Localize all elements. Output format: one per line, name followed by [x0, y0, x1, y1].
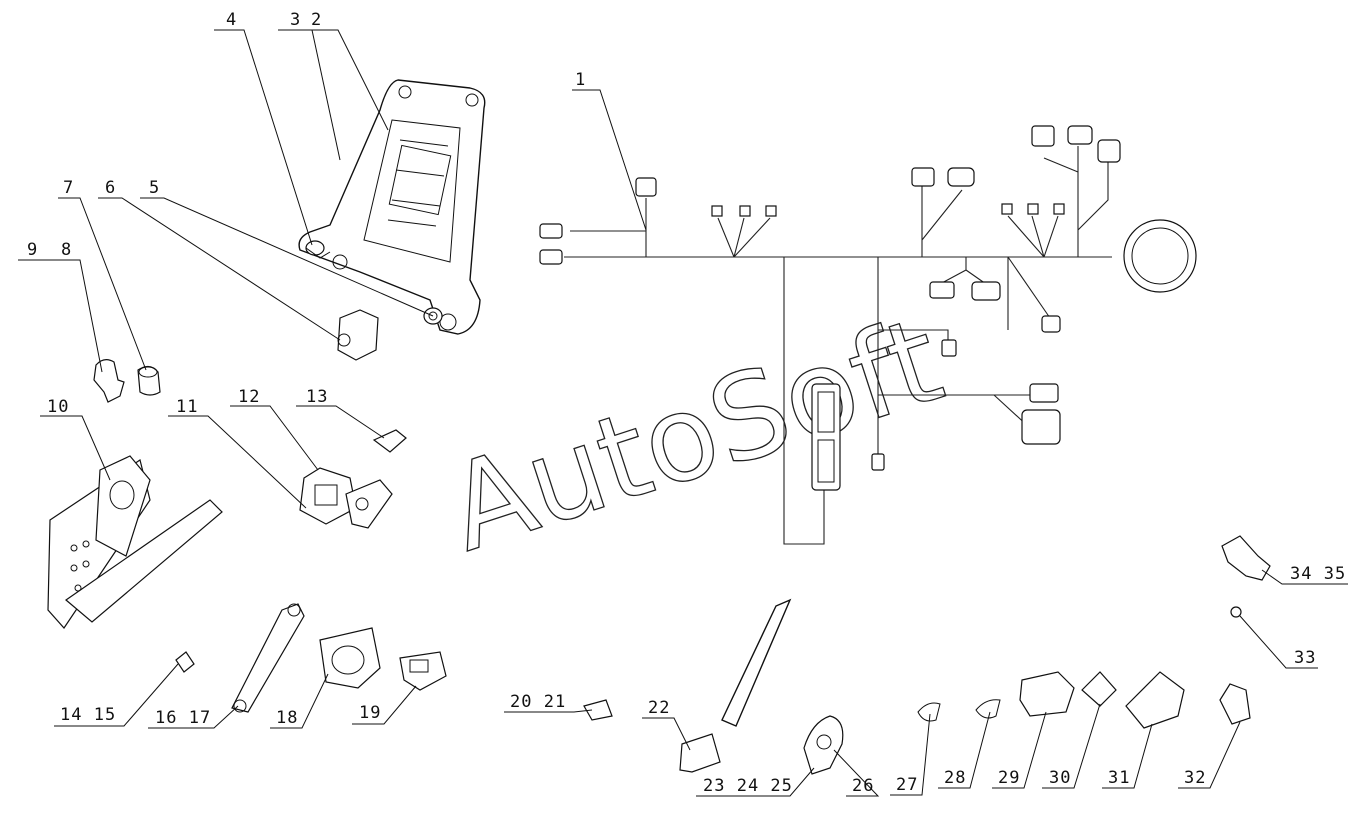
- sensor-group-drawings: [583, 598, 844, 775]
- callout-8: 8: [61, 240, 72, 260]
- callout-28: 28: [944, 768, 966, 788]
- callout-4: 4: [226, 10, 237, 30]
- pedal-drawing: [47, 455, 223, 629]
- ecu-bracket-drawing: [298, 79, 486, 335]
- callout-31: 31: [1108, 768, 1130, 788]
- callout-9: 9: [27, 240, 38, 260]
- bushing-drawing: [305, 240, 331, 259]
- mount-drawings: [299, 467, 393, 529]
- callout-32: 32: [1184, 768, 1206, 788]
- callout-30: 30: [1049, 768, 1071, 788]
- callout-6: 6: [105, 178, 116, 198]
- callout-7: 7: [63, 178, 74, 198]
- callout-20-21: 20 21: [510, 692, 566, 712]
- callout-labels: 1 2 3 4 5 6 7 8 9 10 11 12 13 14 15 16 1…: [18, 10, 1348, 797]
- callout-23-24-25: 23 24 25: [703, 776, 793, 796]
- callout-29: 29: [998, 768, 1020, 788]
- callout-19: 19: [359, 703, 381, 723]
- callout-11: 11: [176, 397, 198, 417]
- right-parts-drawings: [917, 535, 1271, 729]
- callout-26: 26: [852, 776, 874, 796]
- wiring-harness-drawing: [539, 125, 1197, 545]
- callout-14-15: 14 15: [60, 705, 116, 725]
- callout-1: 1: [575, 70, 586, 90]
- sensor-6-drawing: [337, 309, 379, 361]
- clamp-drawings: [93, 359, 161, 403]
- callout-13: 13: [306, 387, 328, 407]
- callout-18: 18: [276, 708, 298, 728]
- lower-left-parts: [175, 603, 447, 713]
- callout-22: 22: [648, 698, 670, 718]
- callout-34-35: 34 35: [1290, 564, 1346, 584]
- callout-10: 10: [47, 397, 69, 417]
- callout-5: 5: [149, 178, 160, 198]
- callout-12: 12: [238, 387, 260, 407]
- callout-16-17: 16 17: [155, 708, 211, 728]
- callout-33: 33: [1294, 648, 1316, 668]
- clip-13-drawing: [372, 429, 407, 453]
- callout-3: 3: [290, 10, 301, 30]
- callout-27: 27: [896, 775, 918, 795]
- callout-3-2: 2: [311, 10, 322, 30]
